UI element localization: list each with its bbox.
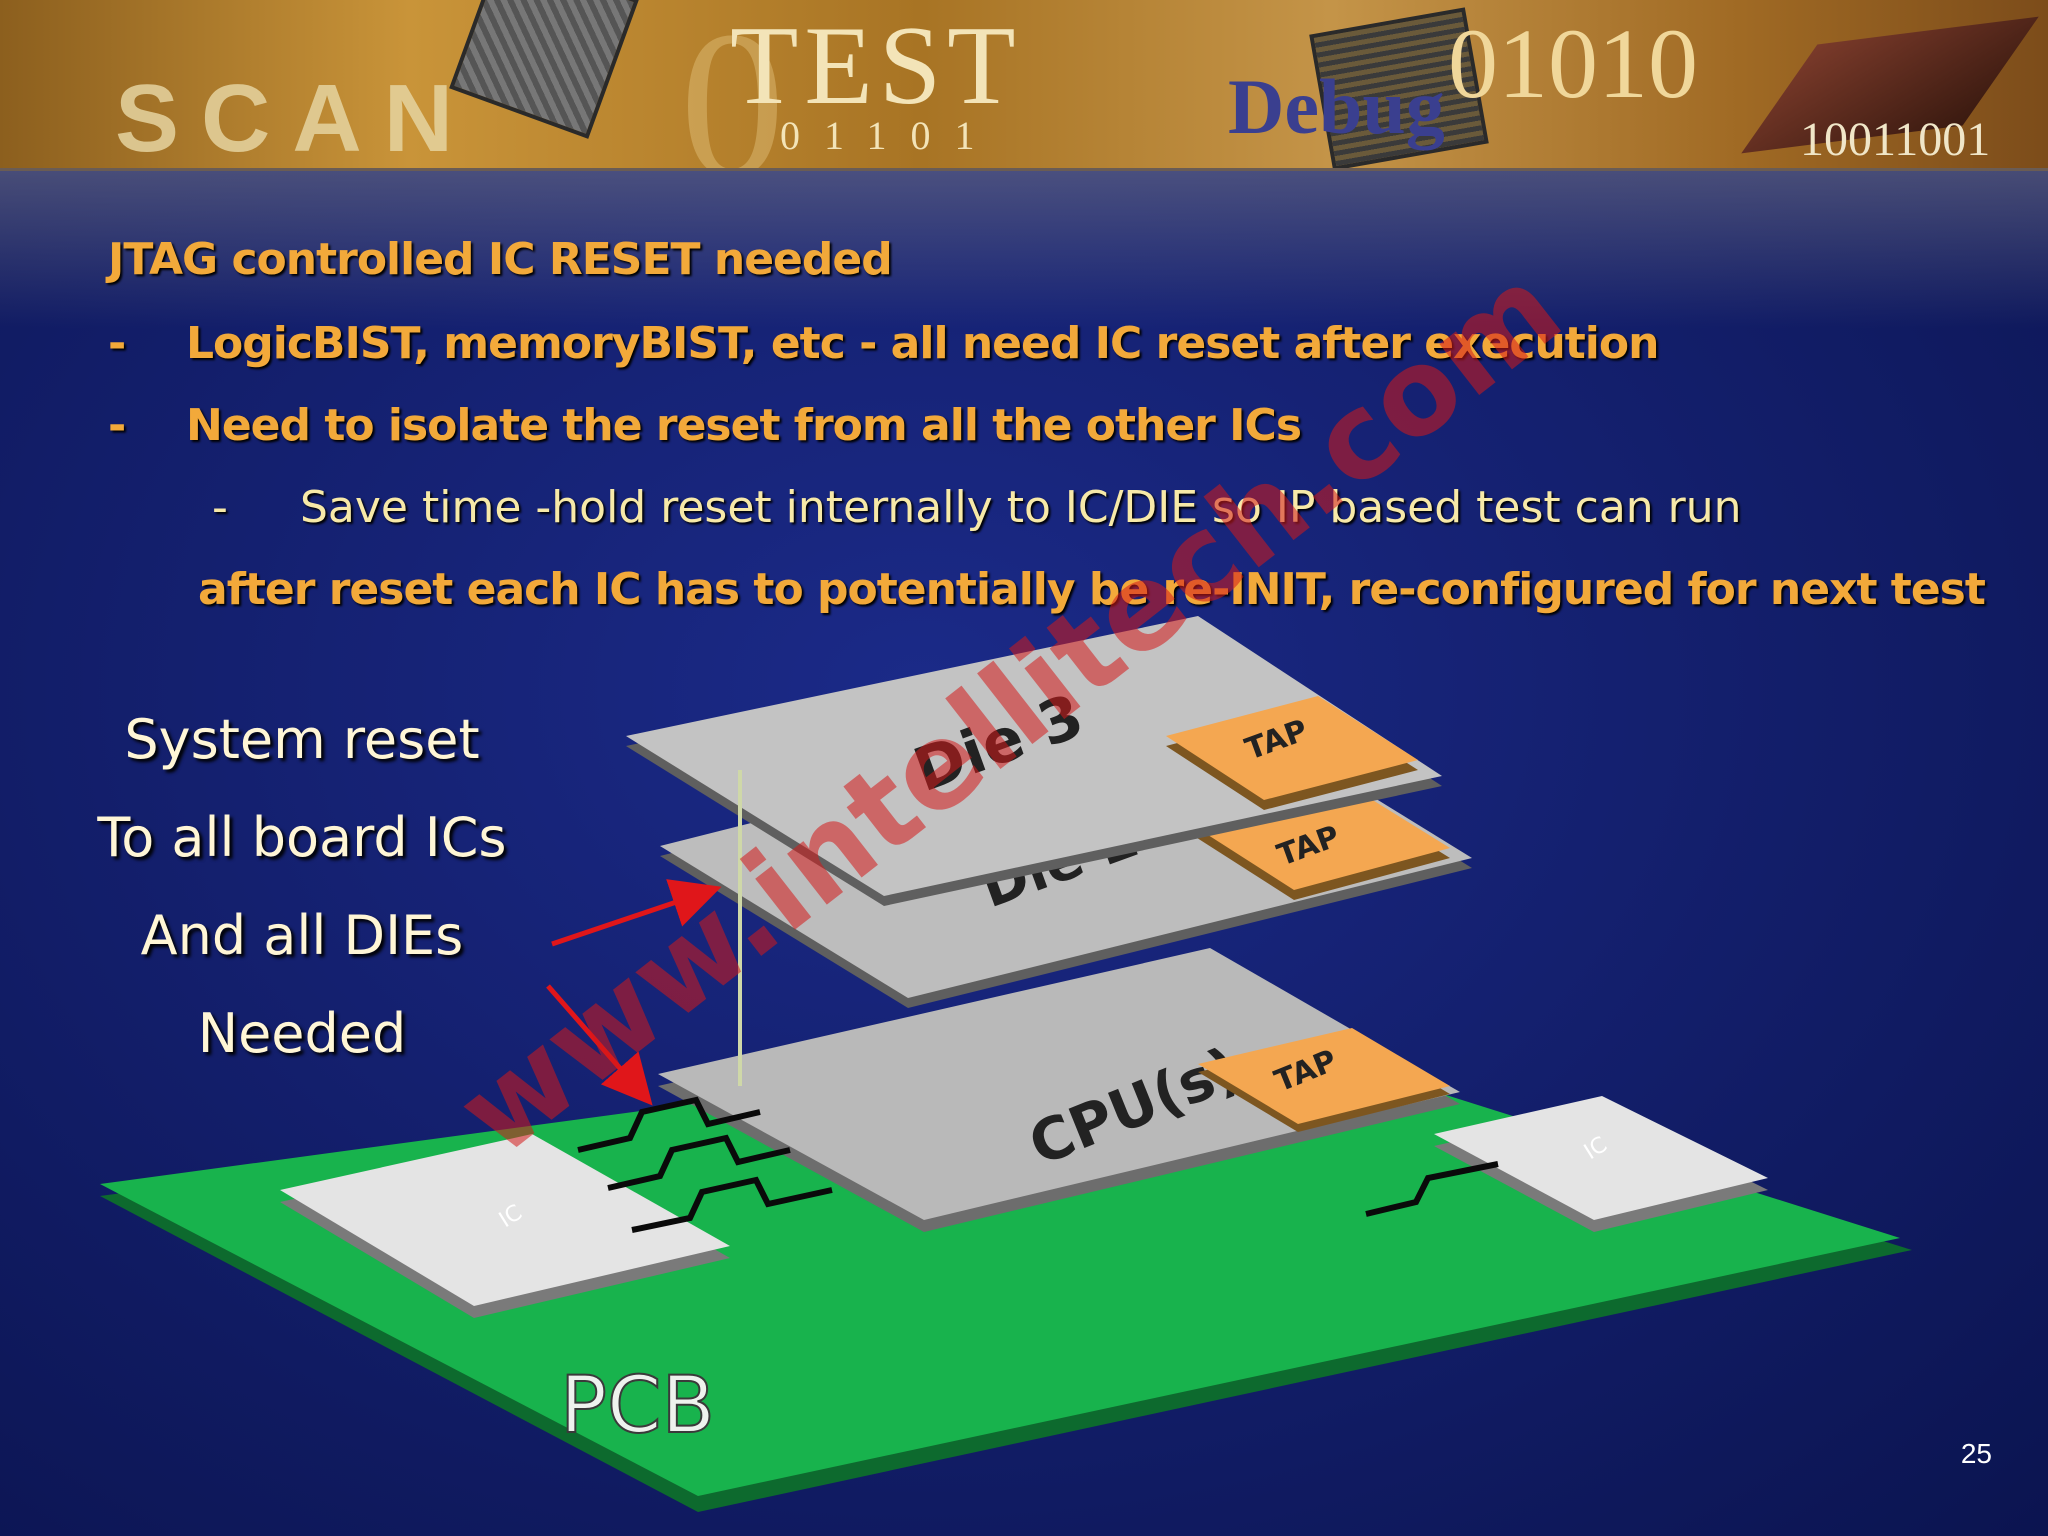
side-note-line-3: And all DIEs bbox=[140, 904, 464, 967]
side-note-line-1: System reset bbox=[124, 708, 480, 771]
banner-shadow bbox=[0, 168, 2048, 328]
bullet-1-text: LogicBIST, memoryBIST, etc - all need IC… bbox=[186, 318, 1659, 369]
side-note-line-2: To all board ICs bbox=[97, 806, 507, 869]
bullet-2-dash: - bbox=[108, 400, 126, 451]
reset-trace-group bbox=[577, 1096, 1499, 1233]
banner-test-bits: 01101 bbox=[780, 113, 999, 158]
page-number: 25 bbox=[1960, 1438, 1992, 1469]
banner-bits-big: 01010 bbox=[1448, 8, 1698, 119]
cpu-die bbox=[658, 948, 1460, 1232]
pcb-label: PCB bbox=[560, 1361, 715, 1451]
sub-bullet-text: Save time -hold reset internally to IC/D… bbox=[300, 482, 1742, 533]
reset-arrow-to-die bbox=[551, 879, 722, 947]
cpu-tap-block bbox=[1198, 1028, 1450, 1132]
banner-debug: Debug bbox=[1228, 63, 1445, 150]
reset-arrow-to-board bbox=[546, 984, 653, 1106]
ic-chip-right bbox=[1434, 1096, 1768, 1232]
ic-chip-left bbox=[280, 1134, 730, 1318]
after-reset-line: after reset each IC has to potentially b… bbox=[198, 564, 1986, 615]
side-note-line-4: Needed bbox=[197, 1002, 407, 1065]
die-3-tap-block bbox=[1166, 696, 1418, 810]
slide-heading: JTAG controlled IC RESET needed bbox=[108, 234, 893, 285]
banner-test: TEST bbox=[730, 4, 1022, 128]
bullet-1-dash: - bbox=[108, 318, 126, 369]
die-3 bbox=[626, 616, 1442, 906]
header-banner: SCAN 0 TEST 01101 Debug 01010 10011001 bbox=[0, 0, 2048, 171]
banner-zero-ghost: 0 bbox=[680, 0, 785, 171]
banner-scan: SCAN bbox=[115, 65, 476, 171]
sub-bullet-dash: - bbox=[212, 482, 228, 533]
bullet-2-text: Need to isolate the reset from all the o… bbox=[186, 400, 1302, 451]
banner-bits-small: 10011001 bbox=[1800, 113, 1991, 166]
